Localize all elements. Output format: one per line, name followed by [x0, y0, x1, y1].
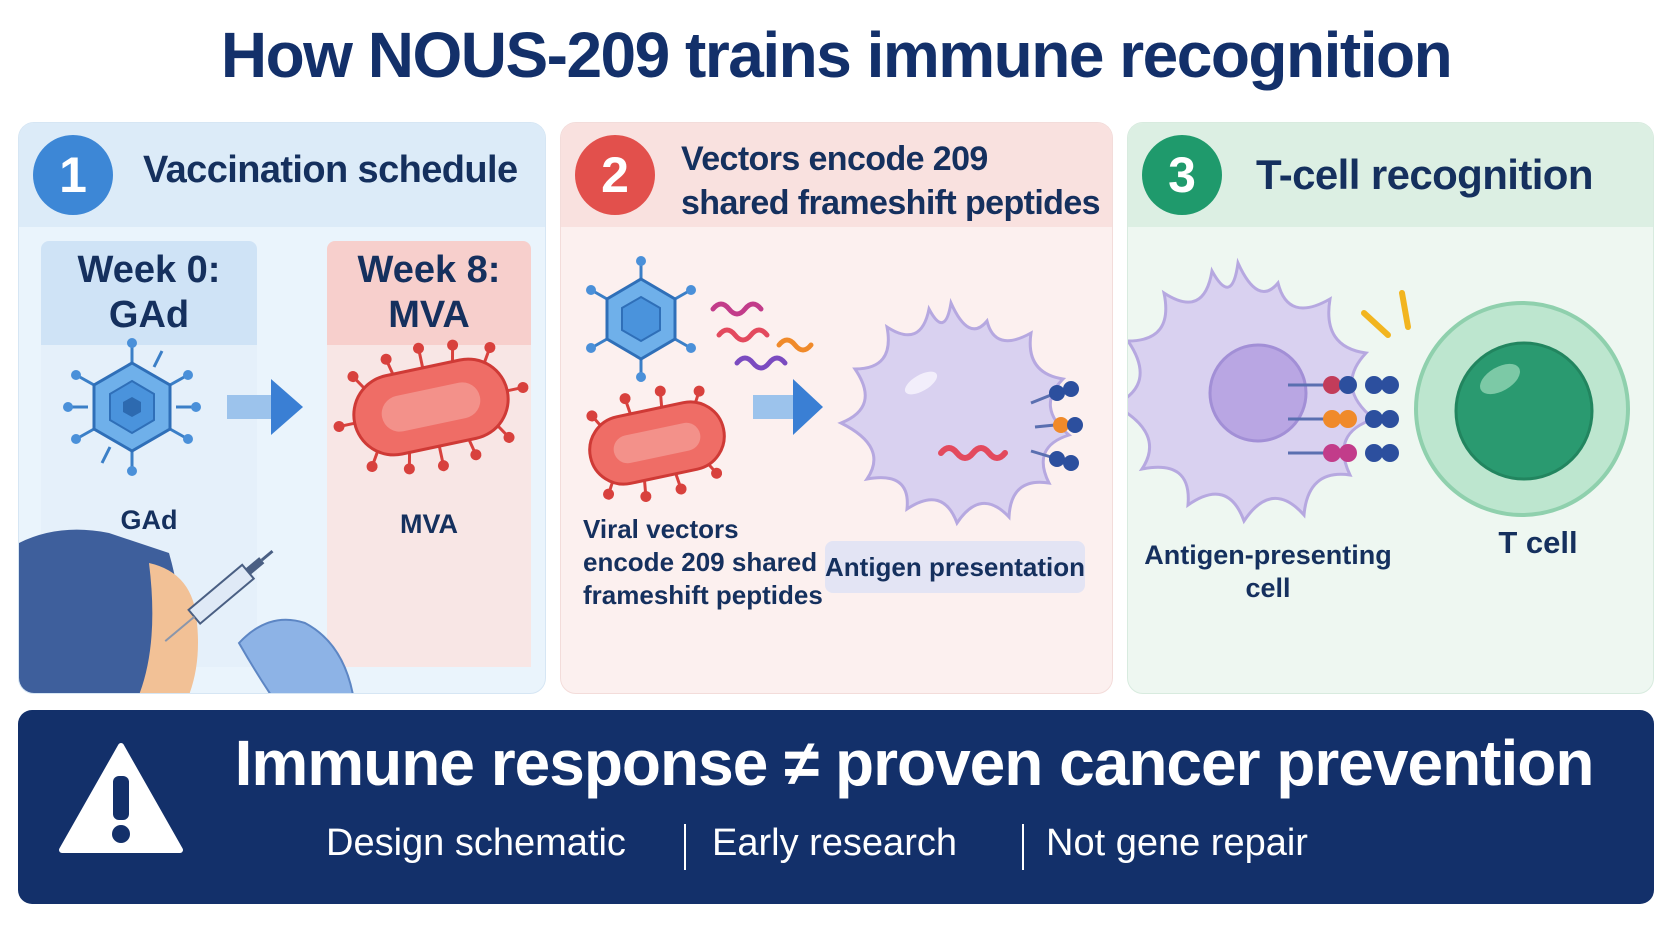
- adenovirus-icon: [63, 338, 201, 476]
- week-0-vector: GAd: [108, 294, 190, 336]
- vector-caption-line-2: encode 209 shared: [583, 547, 818, 577]
- gad-label: GAd: [120, 505, 178, 535]
- arrow-right-icon: [227, 379, 303, 435]
- panel-header: 3 T-cell recognition: [1128, 123, 1653, 227]
- week-8-header: Week 8: MVA: [327, 241, 531, 345]
- week-8-vector: MVA: [388, 294, 470, 336]
- adenovirus-icon: [586, 256, 696, 382]
- warning-icon: [59, 743, 183, 853]
- tcr-mhc-bonds: [1288, 376, 1399, 462]
- panel-vectors-encode: 2 Vectors encode 209 shared frameshift p…: [560, 122, 1113, 694]
- panel-title-line-2: shared frameshift peptides: [681, 184, 1101, 222]
- t-cell-label: T cell: [1498, 525, 1578, 560]
- mva-virus-icon: [333, 339, 529, 475]
- panel-title: Vaccination schedule: [143, 149, 518, 191]
- step-number-2: 2: [575, 135, 655, 215]
- note-separator: [1022, 824, 1024, 870]
- recognition-illustration: [1128, 257, 1630, 525]
- vector-caption: Viral vectors encode 209 shared frameshi…: [583, 513, 843, 612]
- disclaimer-banner: Immune response ≠ proven cancer preventi…: [18, 710, 1654, 904]
- activation-spark-icon: [1361, 290, 1411, 338]
- week-8-label: Week 8:: [357, 249, 501, 291]
- vectors-illustration: [586, 256, 1083, 527]
- banner-headline: Immune response ≠ proven cancer preventi…: [234, 727, 1595, 799]
- vector-caption-line-1: Viral vectors: [583, 514, 739, 544]
- panel-title: Vectors encode 209 shared frameshift pep…: [681, 137, 1101, 225]
- vaccination-illustration: [19, 338, 529, 693]
- week-0-label: Week 0:: [77, 249, 221, 291]
- dendritic-cell-icon: [1128, 257, 1378, 525]
- panel-header: 1 Vaccination schedule: [19, 123, 545, 227]
- apc-label-line-2: cell: [1245, 573, 1291, 603]
- panel-title-line-1: Vectors encode 209: [681, 140, 988, 178]
- apc-label-line-1: Antigen-presenting: [1144, 540, 1392, 570]
- dendritic-cell-icon: [837, 297, 1083, 527]
- syringe-icon: [164, 549, 274, 642]
- step-number-1: 1: [33, 135, 113, 215]
- step-number-3: 3: [1142, 135, 1222, 215]
- panel-vaccination-schedule: 1 Vaccination schedule Week 0: GAd Week …: [18, 122, 546, 694]
- arrow-right-icon: [753, 379, 823, 435]
- mva-virus-icon: [586, 385, 726, 502]
- panel-header: 2 Vectors encode 209 shared frameshift p…: [561, 123, 1112, 227]
- panel-title: T-cell recognition: [1256, 151, 1594, 198]
- note-early-research: Early research: [712, 822, 957, 864]
- note-design-schematic: Design schematic: [326, 822, 626, 864]
- antigen-presentation-label: Antigen presentation: [825, 541, 1085, 593]
- apc-label: Antigen-presenting cell: [1128, 539, 1408, 605]
- vector-caption-line-3: frameshift peptides: [583, 580, 823, 610]
- week-0-header: Week 0: GAd: [41, 241, 257, 345]
- peptide-chains: [710, 301, 814, 371]
- banner-notes: Design schematic Early research Not gene…: [308, 822, 1408, 872]
- panel-t-cell-recognition: 3 T-cell recognition Antig: [1127, 122, 1654, 694]
- t-cell-icon: [1414, 301, 1630, 517]
- mva-label: MVA: [400, 509, 458, 539]
- note-not-gene-repair: Not gene repair: [1046, 822, 1308, 864]
- page-title: How NOUS-209 trains immune recognition: [220, 19, 1453, 91]
- mhc-receptors: [1030, 381, 1083, 471]
- note-separator: [684, 824, 686, 870]
- injection-illustration: [19, 529, 354, 693]
